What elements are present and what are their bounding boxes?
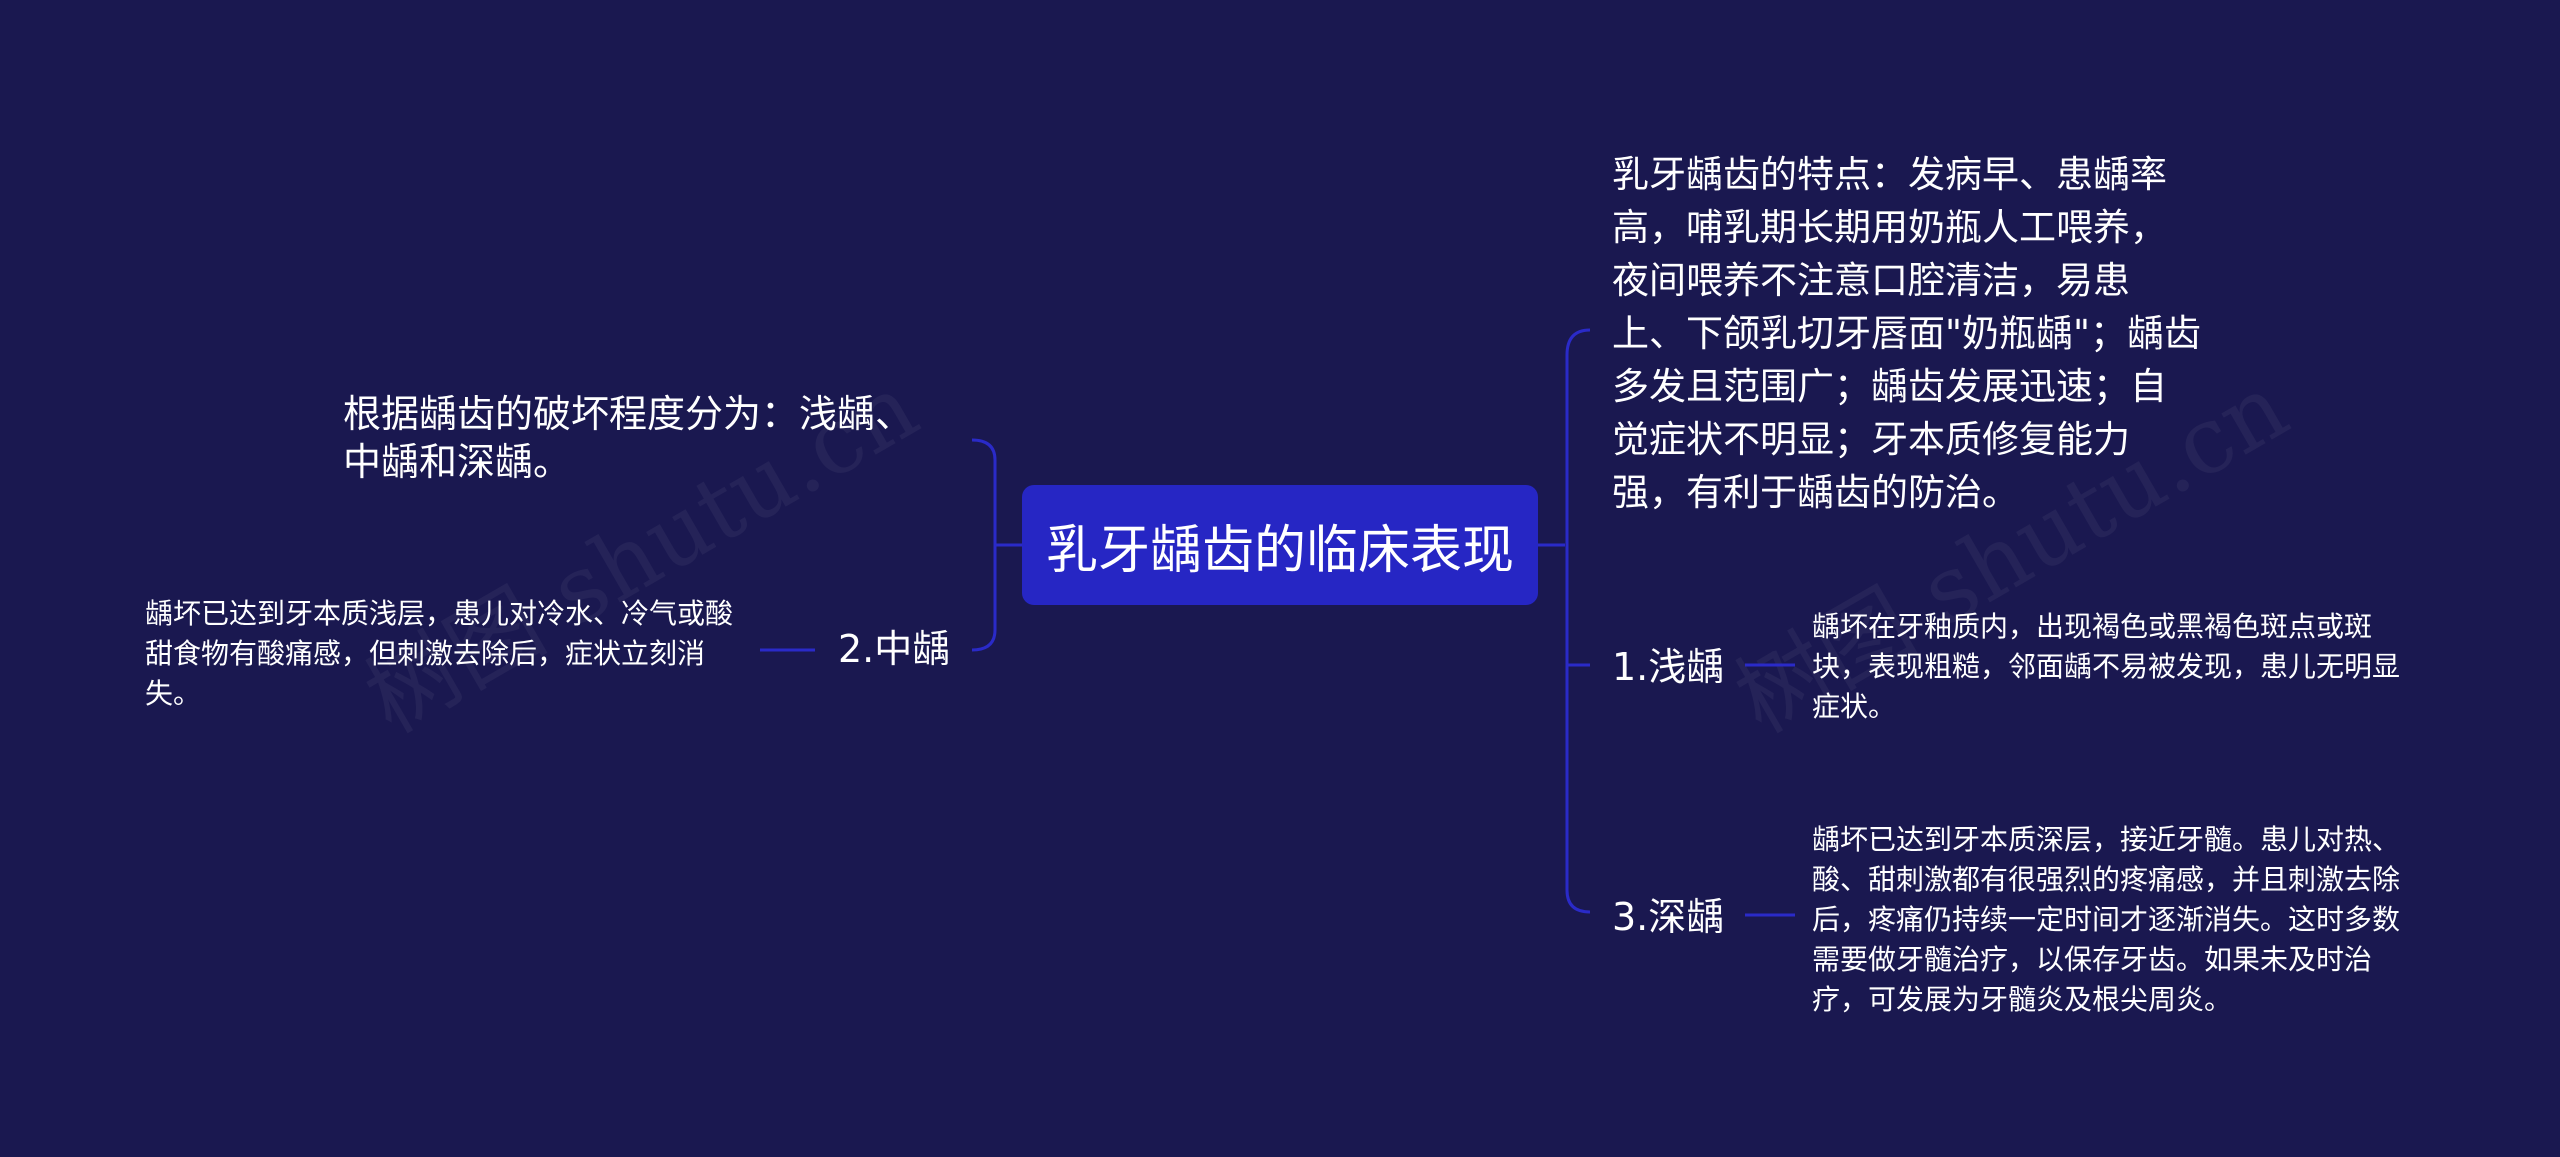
features-text: 乳牙龋齿的特点：发病早、患龋率高，哺乳期长期用奶瓶人工喂养，夜间喂养不注意口腔清…: [1612, 153, 2202, 514]
deep-detail-text: 龋坏已达到牙本质深层，接近牙髓。患儿对热、酸、甜刺激都有很强烈的疼痛感，并且刺激…: [1812, 823, 2401, 1016]
branch-deep-label: 3.深龋: [1612, 895, 1725, 939]
branch-medium-label: 2.中龋: [838, 627, 951, 671]
classification-node[interactable]: 根据龋齿的破坏程度分为：浅龋、中龋和深龋。: [343, 390, 933, 486]
medium-detail-node[interactable]: 龋坏已达到牙本质浅层，患儿对冷水、冷气或酸甜食物有酸痛感，但刺激去除后，症状立刻…: [145, 594, 760, 714]
branch-shallow-node[interactable]: 1.浅龋: [1612, 643, 1724, 691]
features-node[interactable]: 乳牙龋齿的特点：发病早、患龋率高，哺乳期长期用奶瓶人工喂养，夜间喂养不注意口腔清…: [1612, 148, 2202, 519]
shallow-detail-text: 龋坏在牙釉质内，出现褐色或黑褐色斑点或斑块，表现粗糙，邻面龋不易被发现，患儿无明…: [1812, 610, 2401, 723]
classification-text: 根据龋齿的破坏程度分为：浅龋、中龋和深龋。: [343, 392, 914, 484]
branch-medium-node[interactable]: 2.中龋: [838, 625, 950, 673]
root-node[interactable]: 乳牙龋齿的临床表现: [1022, 485, 1538, 605]
branch-shallow-label: 1.浅龋: [1612, 645, 1725, 689]
shallow-detail-node[interactable]: 龋坏在牙釉质内，出现褐色或黑褐色斑点或斑块，表现粗糙，邻面龋不易被发现，患儿无明…: [1812, 607, 2422, 727]
connector-right-bracket: [1565, 328, 1591, 914]
medium-detail-text: 龋坏已达到牙本质浅层，患儿对冷水、冷气或酸甜食物有酸痛感，但刺激去除后，症状立刻…: [145, 597, 734, 710]
connector-left-bracket: [971, 438, 997, 652]
deep-detail-node[interactable]: 龋坏已达到牙本质深层，接近牙髓。患儿对热、酸、甜刺激都有很强烈的疼痛感，并且刺激…: [1812, 820, 2422, 1020]
root-title: 乳牙龋齿的临床表现: [1045, 520, 1514, 581]
branch-deep-node[interactable]: 3.深龋: [1612, 893, 1724, 941]
